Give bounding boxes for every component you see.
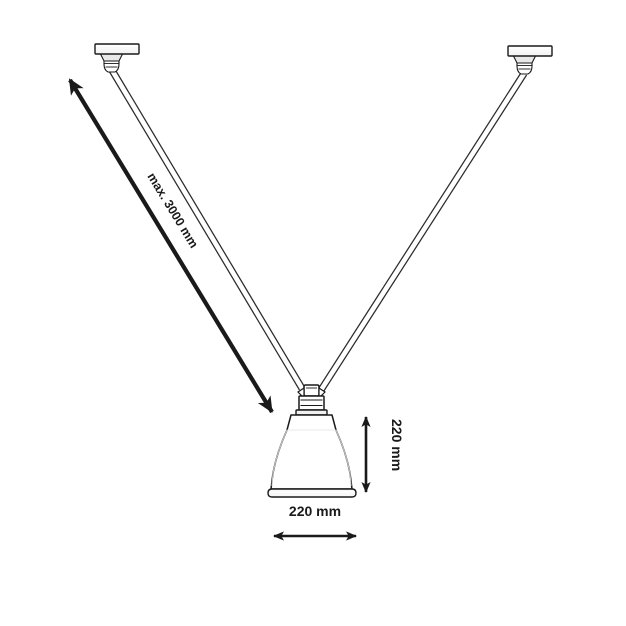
- lamp-shade-rim: [267, 488, 357, 498]
- dimension-cable-length: max. 3000 mm: [68, 78, 274, 414]
- ceiling-canopy-right: [507, 45, 553, 75]
- lamp-shade: [270, 414, 353, 490]
- dimension-shade-height: 220 mm: [361, 416, 405, 493]
- dimension-label-shade-height: 220 mm: [389, 419, 405, 471]
- dimension-label-shade-width: 220 mm: [289, 503, 341, 519]
- suspension-rod-right: [316, 71, 528, 394]
- dimension-shade-width: 220 mm: [273, 503, 357, 541]
- suspension-rod-left: [107, 66, 306, 391]
- ceiling-canopy-left: [94, 43, 140, 73]
